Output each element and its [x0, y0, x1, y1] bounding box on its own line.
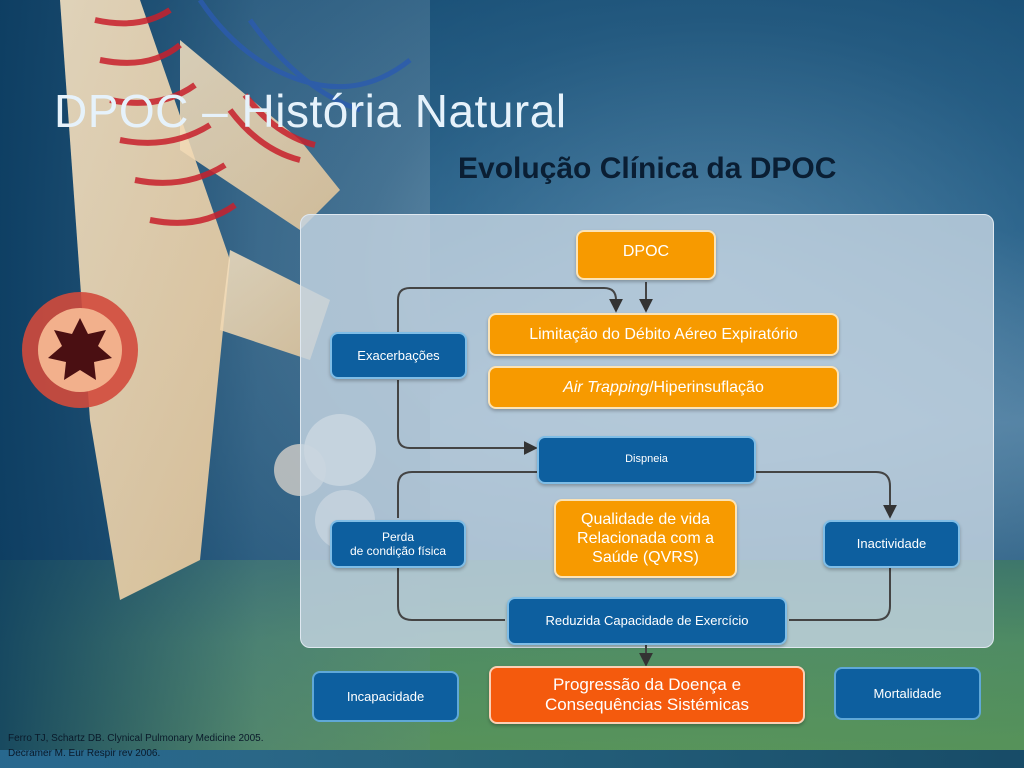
air-trapping-rest: /Hiperinsuflação	[649, 378, 764, 396]
footer-strip	[0, 750, 1024, 768]
air-trapping-italic: Air Trapping	[563, 378, 650, 396]
airway-illustration	[22, 0, 412, 600]
node-mortalidade: Mortalidade	[834, 667, 981, 720]
node-inactividade-label: Inactividade	[856, 536, 927, 552]
node-limitacao-label: Limitação do Débito Aéreo Expiratório	[529, 325, 798, 343]
node-perda-line1: Perda	[381, 529, 415, 544]
node-incapacidade-label: Incapacidade	[346, 688, 425, 704]
references: Ferro TJ, Schartz DB. Clynical Pulmonary…	[8, 732, 263, 761]
node-progressao: Progressão da Doença e Consequências Sis…	[489, 666, 805, 724]
diagram-title: Evolução Clínica da DPOC	[458, 152, 837, 185]
node-incapacidade: Incapacidade	[312, 671, 459, 722]
node-perda-condicao: Perda de condição física	[330, 520, 466, 568]
node-mortalidade-label: Mortalidade	[873, 685, 942, 701]
node-air-trapping-label: Air Trapping/Hiperinsuflação	[563, 378, 764, 397]
node-limitacao-debito: Limitação do Débito Aéreo Expiratório	[488, 313, 839, 356]
node-reduzida-capacidade: Reduzida Capacidade de Exercício	[507, 597, 787, 645]
node-dpoc: DPOC	[576, 230, 716, 280]
node-progressao-line2: Consequências Sistémicas	[544, 695, 750, 714]
node-exacerbacoes: Exacerbações	[330, 332, 467, 379]
node-qvrs-label: Qualidade de vida Relacionada com a Saúd…	[577, 510, 714, 567]
reference-line-1: Ferro TJ, Schartz DB. Clynical Pulmonary…	[8, 733, 264, 744]
node-inactividade: Inactividade	[823, 520, 960, 568]
node-air-trapping: Air Trapping/Hiperinsuflação	[488, 366, 839, 409]
slide-title: DPOC – História Natural	[54, 85, 567, 137]
node-qvrs: Qualidade de vida Relacionada com a Saúd…	[554, 499, 737, 578]
node-dispneia: Dispneia	[537, 436, 756, 484]
node-dispneia-label: Dispneia	[625, 453, 668, 466]
node-reduzida-label: Reduzida Capacidade de Exercício	[545, 613, 749, 629]
node-exacerbacoes-label: Exacerbações	[357, 347, 440, 363]
node-perda-line2: de condição física	[349, 544, 447, 558]
node-dpoc-label: DPOC	[622, 243, 670, 261]
reference-line-2: Decramer M. Eur Respir rev 2006.	[8, 747, 161, 759]
node-progressao-line1: Progressão da Doença e	[552, 674, 742, 694]
